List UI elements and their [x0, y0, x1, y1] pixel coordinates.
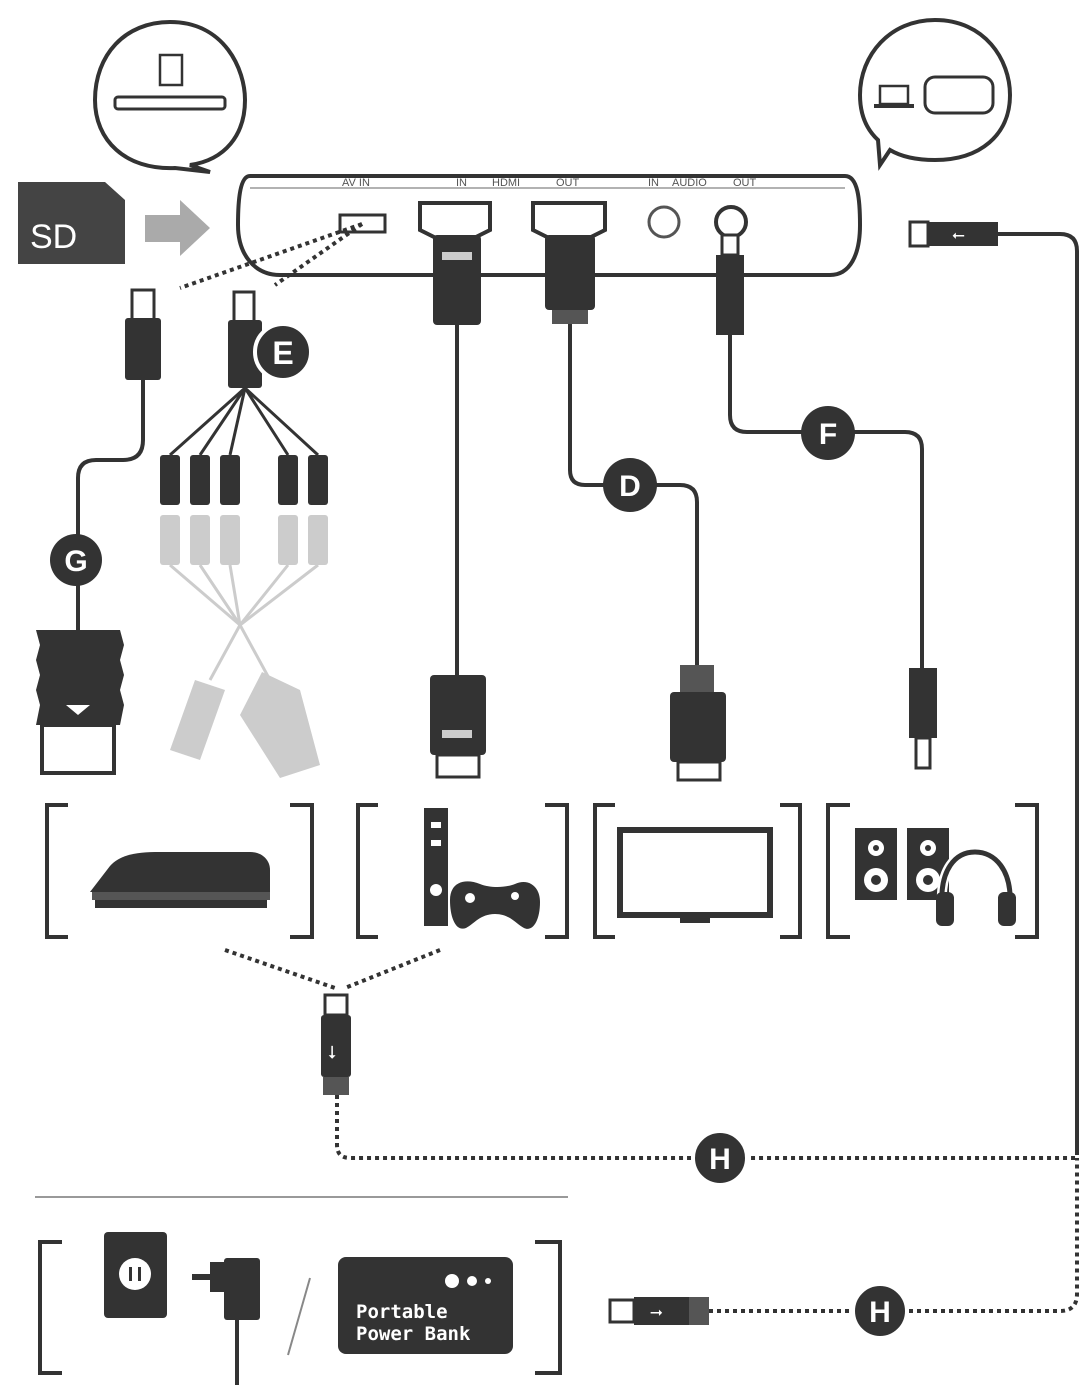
- usb-cable-h-top: [335, 1095, 1077, 1160]
- usb-icon: ⭠: [952, 225, 965, 244]
- device-brackets: [45, 803, 1039, 939]
- tv-icon: [617, 827, 773, 923]
- audio-out-port: [714, 205, 748, 239]
- usb-icon-bottom: ⭢: [650, 1302, 663, 1321]
- audio-in-port-label: IN: [648, 177, 659, 189]
- insert-arrow-icon: [145, 200, 210, 256]
- headphones-icon: [936, 846, 1016, 926]
- game-console-icon: [90, 852, 270, 908]
- audio-out-port-label: OUT: [733, 177, 757, 189]
- usb-cable-h-bottom: [709, 1158, 1079, 1313]
- label-h-bottom-text: H: [869, 1296, 891, 1329]
- label-g-text: G: [64, 545, 87, 578]
- label-g: G: [50, 534, 102, 586]
- power-brackets: [38, 1240, 562, 1375]
- hdmi-out-port-label: OUT: [556, 177, 580, 189]
- sd-card-label: SD: [30, 218, 77, 256]
- av-in-port-label: AV IN: [342, 177, 370, 189]
- audio-in-port: [647, 205, 681, 239]
- hdmi-port-label: HDMI: [492, 177, 520, 189]
- display-bubble: [857, 17, 1013, 171]
- hdmi-in-port: [418, 201, 492, 242]
- usb-cable-top: [998, 232, 1079, 1155]
- cable-e: [160, 290, 328, 778]
- usb-plug-bottom: ⭢: [608, 1297, 709, 1325]
- sd-card-icon: [158, 53, 184, 87]
- label-d-text: D: [619, 470, 641, 503]
- cable-g: [36, 288, 161, 775]
- label-h-bottom: H: [851, 1282, 909, 1340]
- wall-outlet-icon: [104, 1232, 167, 1318]
- xbox-console-icon: [424, 808, 448, 926]
- label-d: D: [603, 458, 657, 512]
- or-separator: [287, 1277, 311, 1356]
- usb-dotted-line-left: [224, 948, 336, 990]
- sd-slot-icon: [113, 95, 227, 111]
- hdmi-out-port: [531, 201, 607, 242]
- power-adapter-icon: [192, 1258, 260, 1385]
- power-bank: Portable Power Bank: [338, 1257, 513, 1354]
- hdmi-in-cable: [430, 235, 486, 779]
- label-f: F: [801, 406, 855, 460]
- label-f-text: F: [819, 418, 837, 451]
- label-h-top: H: [691, 1129, 749, 1187]
- power-bank-line1: Portable: [356, 1301, 448, 1323]
- usb-plug-top: ⭠: [908, 220, 998, 248]
- audio-port-label: AUDIO: [672, 177, 707, 189]
- speaker-icon: [855, 828, 949, 900]
- laptop-icon: [874, 84, 914, 108]
- usb-plug-middle: ⭣: [321, 993, 351, 1095]
- av-dotted-line-2: [273, 222, 364, 287]
- hdmi-in-port-label: IN: [456, 177, 467, 189]
- usb-dotted-line-right: [344, 948, 441, 990]
- sd-card: SD: [18, 182, 125, 264]
- av-dotted-line-1: [179, 222, 363, 290]
- gamepad-icon: [450, 881, 540, 929]
- label-e-text: E: [272, 335, 293, 371]
- audio-cable: [716, 233, 937, 770]
- label-h-top-text: H: [709, 1143, 731, 1176]
- monitor-icon: [923, 75, 995, 115]
- label-e: E: [253, 322, 313, 382]
- sd-slot-bubble: [92, 19, 248, 174]
- usb-icon-middle: ⭣: [328, 1042, 336, 1063]
- power-bank-line2: Power Bank: [356, 1323, 471, 1345]
